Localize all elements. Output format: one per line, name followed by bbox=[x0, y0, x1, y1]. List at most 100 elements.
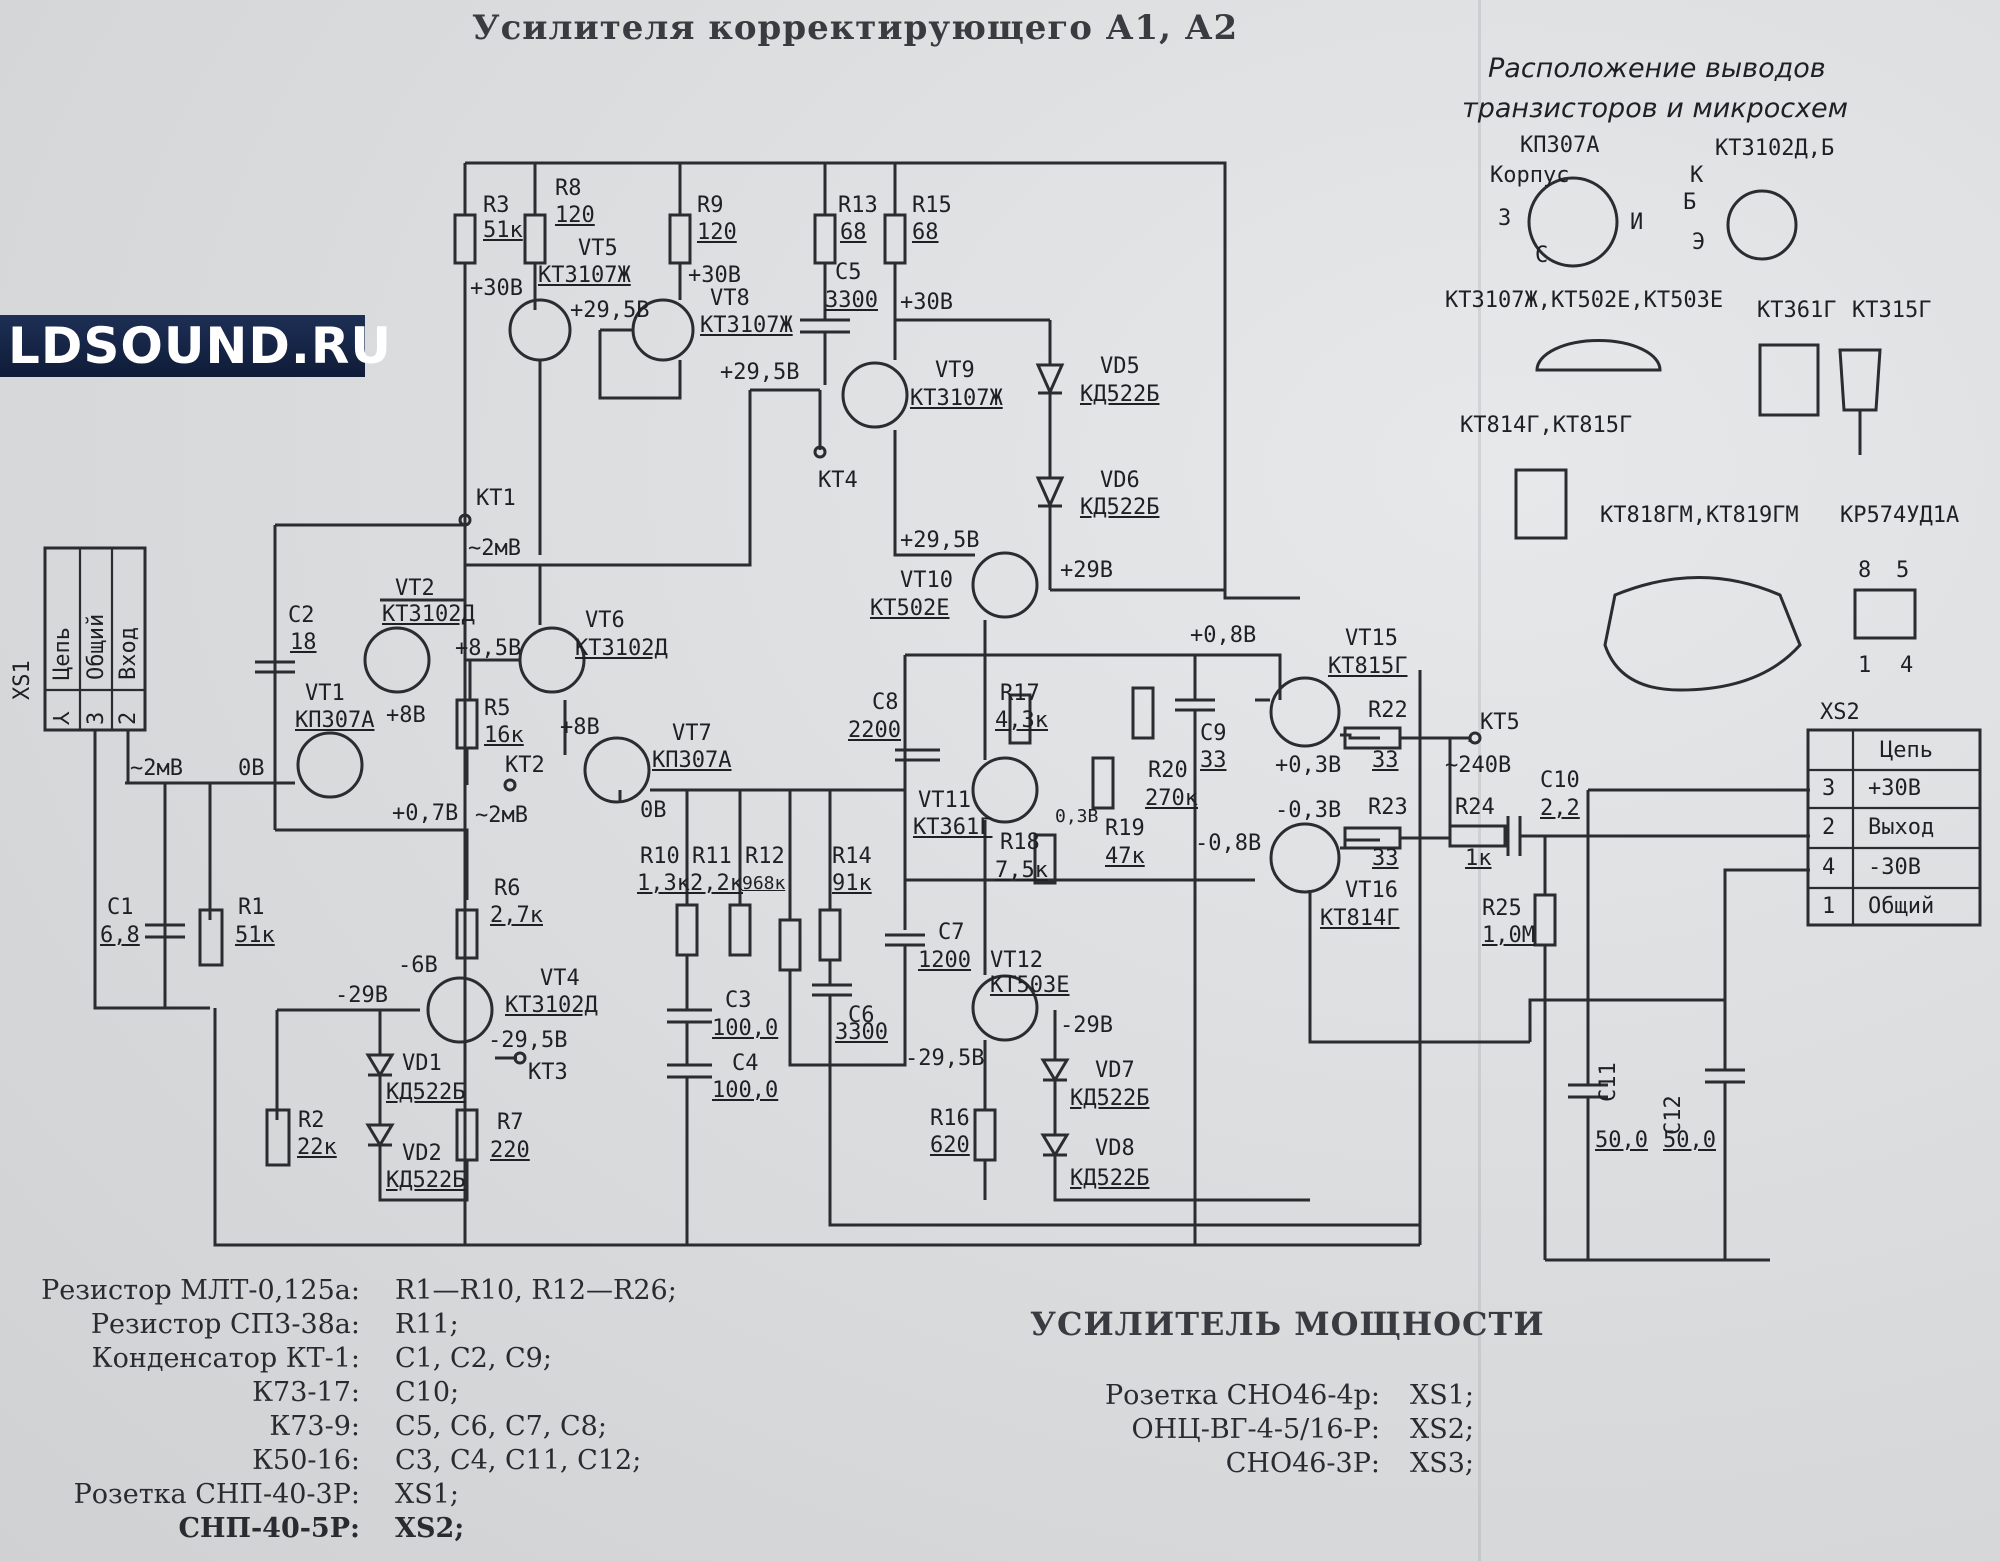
power-amp-title: УСИЛИТЕЛЬ МОЩНОСТИ bbox=[1030, 1305, 1545, 1343]
resistor-r14 bbox=[818, 908, 842, 962]
capacitor-c7 bbox=[885, 933, 925, 947]
value-r9: 120 bbox=[697, 220, 737, 245]
wire-vt2-vt6 bbox=[380, 565, 542, 700]
wire-vt9 bbox=[540, 320, 897, 567]
value-r20: 270к bbox=[1145, 786, 1198, 811]
xs2-pin: 4 bbox=[1822, 855, 1836, 880]
label-kt5: КТ5 bbox=[1480, 710, 1520, 735]
value-c4: 100,0 bbox=[712, 1078, 779, 1103]
label-c9: С9 bbox=[1200, 721, 1227, 746]
capacitor-c1 bbox=[145, 923, 185, 939]
xs1-pin-2: 2 bbox=[116, 711, 141, 725]
resistor-r17 bbox=[1008, 693, 1032, 745]
capacitor-c9 bbox=[1175, 655, 1215, 1245]
label-r12: R12 bbox=[745, 844, 785, 869]
value-c10: 2,2 bbox=[1540, 796, 1580, 821]
xs1-grid bbox=[45, 548, 145, 730]
transistor-vt10 bbox=[971, 551, 1039, 619]
xs2-pin: 3 bbox=[1822, 776, 1836, 801]
pinout-kt3102 bbox=[1726, 189, 1798, 261]
label-r1: R1 bbox=[238, 895, 265, 920]
label-r10: R10 bbox=[640, 844, 680, 869]
resistor-r20 bbox=[1131, 686, 1155, 740]
voltage-v6: -6В bbox=[398, 953, 438, 978]
label-c1: С1 bbox=[107, 895, 134, 920]
label-vd2: VD2 bbox=[402, 1141, 442, 1166]
wire-drops-2 bbox=[463, 263, 897, 1245]
testpoint-kt1 bbox=[458, 513, 472, 527]
pinout-pin-k: К bbox=[1690, 163, 1704, 188]
value-c9: 33 bbox=[1200, 748, 1227, 773]
capacitors-c3-c4 bbox=[667, 955, 712, 1245]
xs2-pin: 1 bbox=[1822, 894, 1836, 919]
type-vd2: КД522Б bbox=[386, 1168, 466, 1193]
pinout-heading-1: Расположение выводов bbox=[1488, 53, 1826, 84]
label-vt12: VT12 bbox=[990, 948, 1043, 973]
value-c6: 3300 bbox=[835, 1020, 888, 1045]
resistor-r5 bbox=[455, 698, 479, 750]
type-vt11: КТ361Г bbox=[913, 815, 993, 840]
value-r3: 51к bbox=[483, 218, 523, 243]
pinout-pin-i: И bbox=[1630, 210, 1644, 235]
xs2-name: XS2 bbox=[1820, 700, 1860, 725]
pinout-ic-pin-8: 8 bbox=[1858, 558, 1872, 583]
pinout-kt814-label: КТ814Г,КТ815Г bbox=[1460, 413, 1633, 438]
transistor-vt9 bbox=[841, 361, 909, 429]
type-vt16: КТ814Г bbox=[1320, 906, 1400, 931]
label-r8: R8 bbox=[555, 176, 582, 201]
voltage-v08b: -0,8В bbox=[1195, 831, 1262, 856]
capacitors-c11-c12 bbox=[1545, 790, 1770, 1262]
label-r3: R3 bbox=[483, 193, 510, 218]
value-r11: 2,2к bbox=[690, 871, 743, 896]
label-r15: R15 bbox=[912, 193, 952, 218]
xs1-header-common: Общий bbox=[84, 613, 109, 680]
label-kt1: КТ1 bbox=[476, 486, 516, 511]
resistor-r16 bbox=[973, 1108, 997, 1162]
value-c12: 50,0 bbox=[1663, 1128, 1716, 1153]
pinout-ic-pin-5: 5 bbox=[1896, 558, 1910, 583]
voltage-v0b: 0В bbox=[640, 798, 667, 823]
voltage-v85: +8,5В bbox=[455, 636, 522, 661]
pinout-to92 bbox=[1535, 338, 1662, 372]
type-vt8: КТ3107Ж bbox=[700, 313, 793, 338]
resistor-r3 bbox=[453, 213, 477, 265]
transistor-vt16 bbox=[1269, 822, 1341, 894]
wire-vt-column bbox=[893, 530, 1225, 1110]
voltage-v295c: +29,5В bbox=[900, 528, 980, 553]
capacitor-c6 bbox=[812, 960, 1420, 1227]
wire-top-drops bbox=[463, 163, 897, 215]
label-r20: R20 bbox=[1148, 758, 1188, 783]
resistor-r19 bbox=[1091, 756, 1115, 810]
voltage-v30b: +30В bbox=[688, 263, 741, 288]
resistor-r18 bbox=[1033, 833, 1057, 885]
label-vd8: VD8 bbox=[1095, 1136, 1135, 1161]
value-r24: 1к bbox=[1465, 846, 1492, 871]
transistor-vt11 bbox=[971, 756, 1039, 824]
value-r18: 7,5к bbox=[995, 858, 1048, 883]
voltage-v2mv3: ~2мВ bbox=[475, 803, 528, 828]
label-kt3: КТ3 bbox=[528, 1060, 568, 1085]
label-vt9: VT9 bbox=[935, 358, 975, 383]
wire-r-bank bbox=[685, 790, 907, 930]
capacitor-c8 bbox=[895, 748, 940, 762]
diodes-vd1-vd2 bbox=[365, 1010, 469, 1202]
transistor-vt7 bbox=[583, 736, 651, 804]
testpoint-kt5 bbox=[1468, 731, 1482, 745]
value-c1: 6,8 bbox=[100, 923, 140, 948]
value-c5: 3300 bbox=[825, 288, 878, 313]
label-r19: R19 bbox=[1105, 816, 1145, 841]
label-kt2: КТ2 bbox=[505, 753, 545, 778]
value-c2: 18 bbox=[290, 630, 317, 655]
voltage-v2mv2: ~2мВ bbox=[130, 756, 183, 781]
label-vt15: VT15 bbox=[1345, 626, 1398, 651]
value-r25: 1,0М bbox=[1482, 923, 1535, 948]
pinout-pin-c: С bbox=[1535, 243, 1549, 268]
label-c7: С7 bbox=[938, 920, 965, 945]
resistor-r10 bbox=[675, 903, 699, 957]
pinout-kp307a bbox=[1527, 176, 1619, 268]
label-c6: С6 bbox=[848, 1003, 875, 1028]
transistor-vt2 bbox=[363, 626, 431, 694]
value-r12: 968к bbox=[742, 873, 786, 894]
voltage-v295d: -29,5В bbox=[488, 1028, 568, 1053]
resistor-r6 bbox=[455, 908, 479, 960]
